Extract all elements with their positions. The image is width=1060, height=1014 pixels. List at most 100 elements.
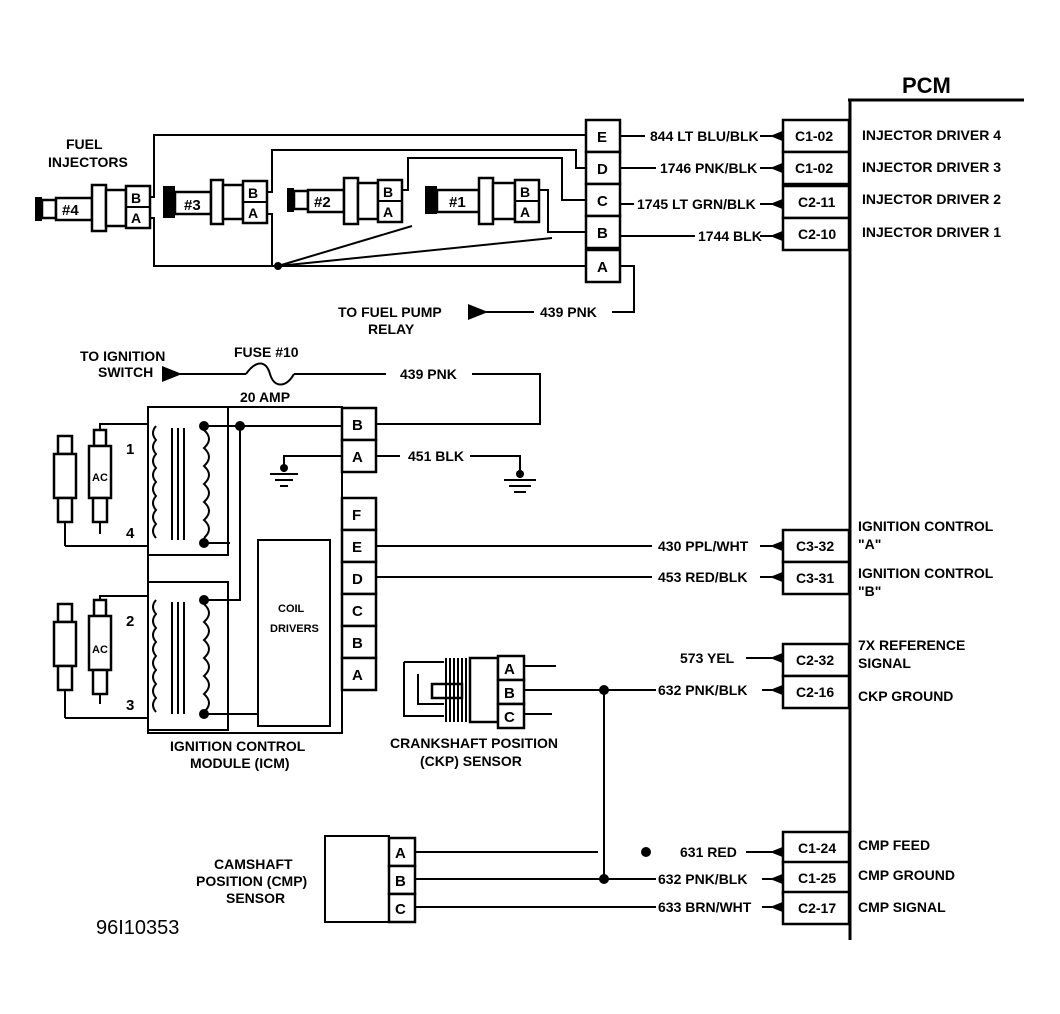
spark-plug-2 [52,602,78,718]
terminal-c3-31: C3-31 [796,570,834,586]
injectors-label-1: FUEL [66,136,103,152]
svg-text:B: B [395,873,406,890]
fuel-pump-label-1: TO FUEL PUMP [338,304,442,320]
fuse-label: FUSE #10 [234,344,299,360]
terminal-c2-11: C2-11 [798,194,836,210]
plug-number-1: 1 [126,441,134,458]
cmp-label-3: SENSOR [226,890,285,906]
injector-connector: E D C B A [584,118,622,284]
injector-driver-4: INJECTOR DRIVER 4 [862,127,1001,143]
plug-number-3: 3 [126,697,134,714]
terminal-c1-02-b: C1-02 [795,160,833,176]
ignition-control-b-1: IGNITION CONTROL [858,565,994,581]
wire-844: 844 LT BLU/BLK [650,128,759,144]
wire-453: 453 RED/BLK [658,569,747,585]
terminal-c1-02-a: C1-02 [795,128,833,144]
ignition-switch-label-2: SWITCH [98,364,153,380]
wire-573: 573 YEL [680,650,735,666]
svg-text:B: B [352,417,363,434]
injector-driver-1: INJECTOR DRIVER 1 [862,224,1001,240]
injector-1: #1 B A [425,176,541,226]
svg-text:C: C [597,193,608,210]
injector-driver-3: INJECTOR DRIVER 3 [862,159,1001,175]
svg-text:B: B [504,685,515,702]
svg-text:B: B [520,184,530,200]
ignition-control-a-2: "A" [858,536,881,552]
svg-text:A: A [597,259,608,276]
wire-1746: 1746 PNK/BLK [660,160,757,176]
wire-439-fuel: 439 PNK [540,304,597,320]
terminal-c2-10: C2-10 [798,226,836,242]
coil-drivers-label-1: COIL [278,603,305,615]
injector-3-name: #3 [184,197,201,214]
injector-4: #4 B A [35,183,152,233]
terminal-c2-32: C2-32 [796,652,834,668]
ref-signal-2: SIGNAL [858,655,911,671]
injector-2-name: #2 [314,194,331,211]
svg-text:A: A [395,845,406,862]
ignition-switch-feed: TO IGNITION SWITCH FUSE #10 20 AMP 439 P… [80,344,541,425]
svg-text:F: F [352,507,361,524]
injector-2: #2 B A [287,176,404,226]
fuel-pump-relay: 439 PNK TO FUEL PUMP RELAY [338,265,635,337]
coil-pack-1-4 [147,406,342,556]
cmp-circuits: 631 RED C1-24 CMP FEED 632 PNK/BLK C1-25… [415,830,955,926]
ignition-control-a-1: IGNITION CONTROL [858,518,994,534]
cmp-signal-label: CMP SIGNAL [858,899,946,915]
plug-number-2: 2 [126,613,134,630]
wire-1744: 1744 BLK [698,228,762,244]
icm-ground: 451 BLK [270,448,536,493]
terminal-c3-32: C3-32 [796,538,834,554]
pcm-title: PCM [902,73,951,98]
svg-text:A: A [383,204,393,220]
injectors-label-2: INJECTORS [48,154,128,170]
cmp-label-1: CAMSHAFT [214,856,293,872]
spark-plugs: 1 4 2 3 AC AC [52,423,148,719]
injector-driver-2: INJECTOR DRIVER 2 [862,191,1001,207]
wire-632-ckp: 632 PNK/BLK [658,682,747,698]
svg-text:C: C [395,901,406,918]
terminal-c2-17: C2-17 [798,900,836,916]
icm-label-2: MODULE (ICM) [190,755,290,771]
fuse-rating: 20 AMP [240,389,290,405]
coil-pack-2-3 [147,426,258,731]
ckp-label-1: CRANKSHAFT POSITION [390,735,558,751]
ref-signal-1: 7X REFERENCE [858,637,965,653]
svg-text:AC: AC [92,472,108,484]
ignition-switch-label-1: TO IGNITION [80,348,165,364]
injector-1-name: #1 [449,194,466,211]
plug-number-4: 4 [126,525,135,542]
figure-id: 96I10353 [96,917,179,939]
svg-text:D: D [597,161,608,178]
injector-wiring [150,134,586,270]
wire-633: 633 BRN/WHT [658,899,752,915]
wire-439-ign: 439 PNK [400,366,457,382]
injector-3: #3 B A [163,178,269,226]
spark-plug-4: AC [87,428,113,534]
ignition-control-circuits: 430 PPL/WHT C3-32 IGNITION CONTROL "A" 4… [376,518,994,599]
svg-text:AC: AC [92,644,108,656]
ckp-body [445,656,500,724]
wire-451: 451 BLK [408,448,464,464]
svg-text:B: B [248,185,258,201]
fuel-pump-label-2: RELAY [368,321,415,337]
spark-plug-1 [52,434,78,546]
spark-plug-3: AC [87,598,113,704]
svg-text:E: E [597,129,607,146]
svg-text:C: C [504,709,515,726]
svg-text:C: C [352,603,363,620]
wire-631: 631 RED [680,844,737,860]
cmp-sensor: A B C CAMSHAFT POSITION (CMP) SENSOR [196,835,417,924]
wire-430: 430 PPL/WHT [658,538,749,554]
svg-text:A: A [352,449,363,466]
svg-text:B: B [597,225,608,242]
cmp-feed-label: CMP FEED [858,837,930,853]
icm-label-1: IGNITION CONTROL [170,738,306,754]
svg-text:B: B [131,190,141,206]
terminal-c1-24: C1-24 [798,840,836,856]
cmp-ground-label: CMP GROUND [858,867,955,883]
svg-text:A: A [504,661,515,678]
svg-text:A: A [248,205,258,221]
ckp-sensor: A B C CRANKSHAFT POSITION (CKP) SENSOR [390,654,558,769]
